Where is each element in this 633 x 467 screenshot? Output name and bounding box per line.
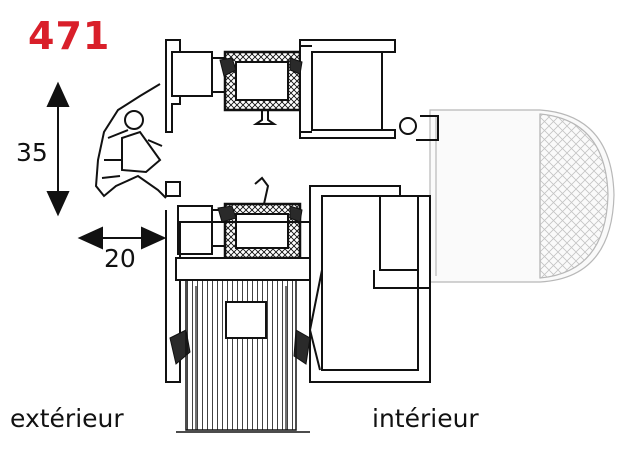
lower-frame-profile bbox=[165, 176, 431, 383]
height-dimension-label: 35 bbox=[16, 138, 48, 167]
glazing-clip bbox=[399, 115, 439, 141]
exterior-flap bbox=[94, 83, 167, 199]
gaskets bbox=[169, 57, 311, 365]
dimension-height bbox=[46, 81, 70, 217]
dimension-width bbox=[77, 226, 167, 250]
product-reference: 471 bbox=[28, 14, 111, 58]
glazing-panel bbox=[176, 279, 310, 433]
exterior-label: extérieur bbox=[10, 404, 124, 433]
interior-label: intérieur bbox=[372, 404, 479, 433]
upper-sash-profile bbox=[165, 39, 396, 139]
width-dimension-label: 20 bbox=[104, 244, 136, 273]
interior-cap-ghost bbox=[429, 109, 615, 283]
